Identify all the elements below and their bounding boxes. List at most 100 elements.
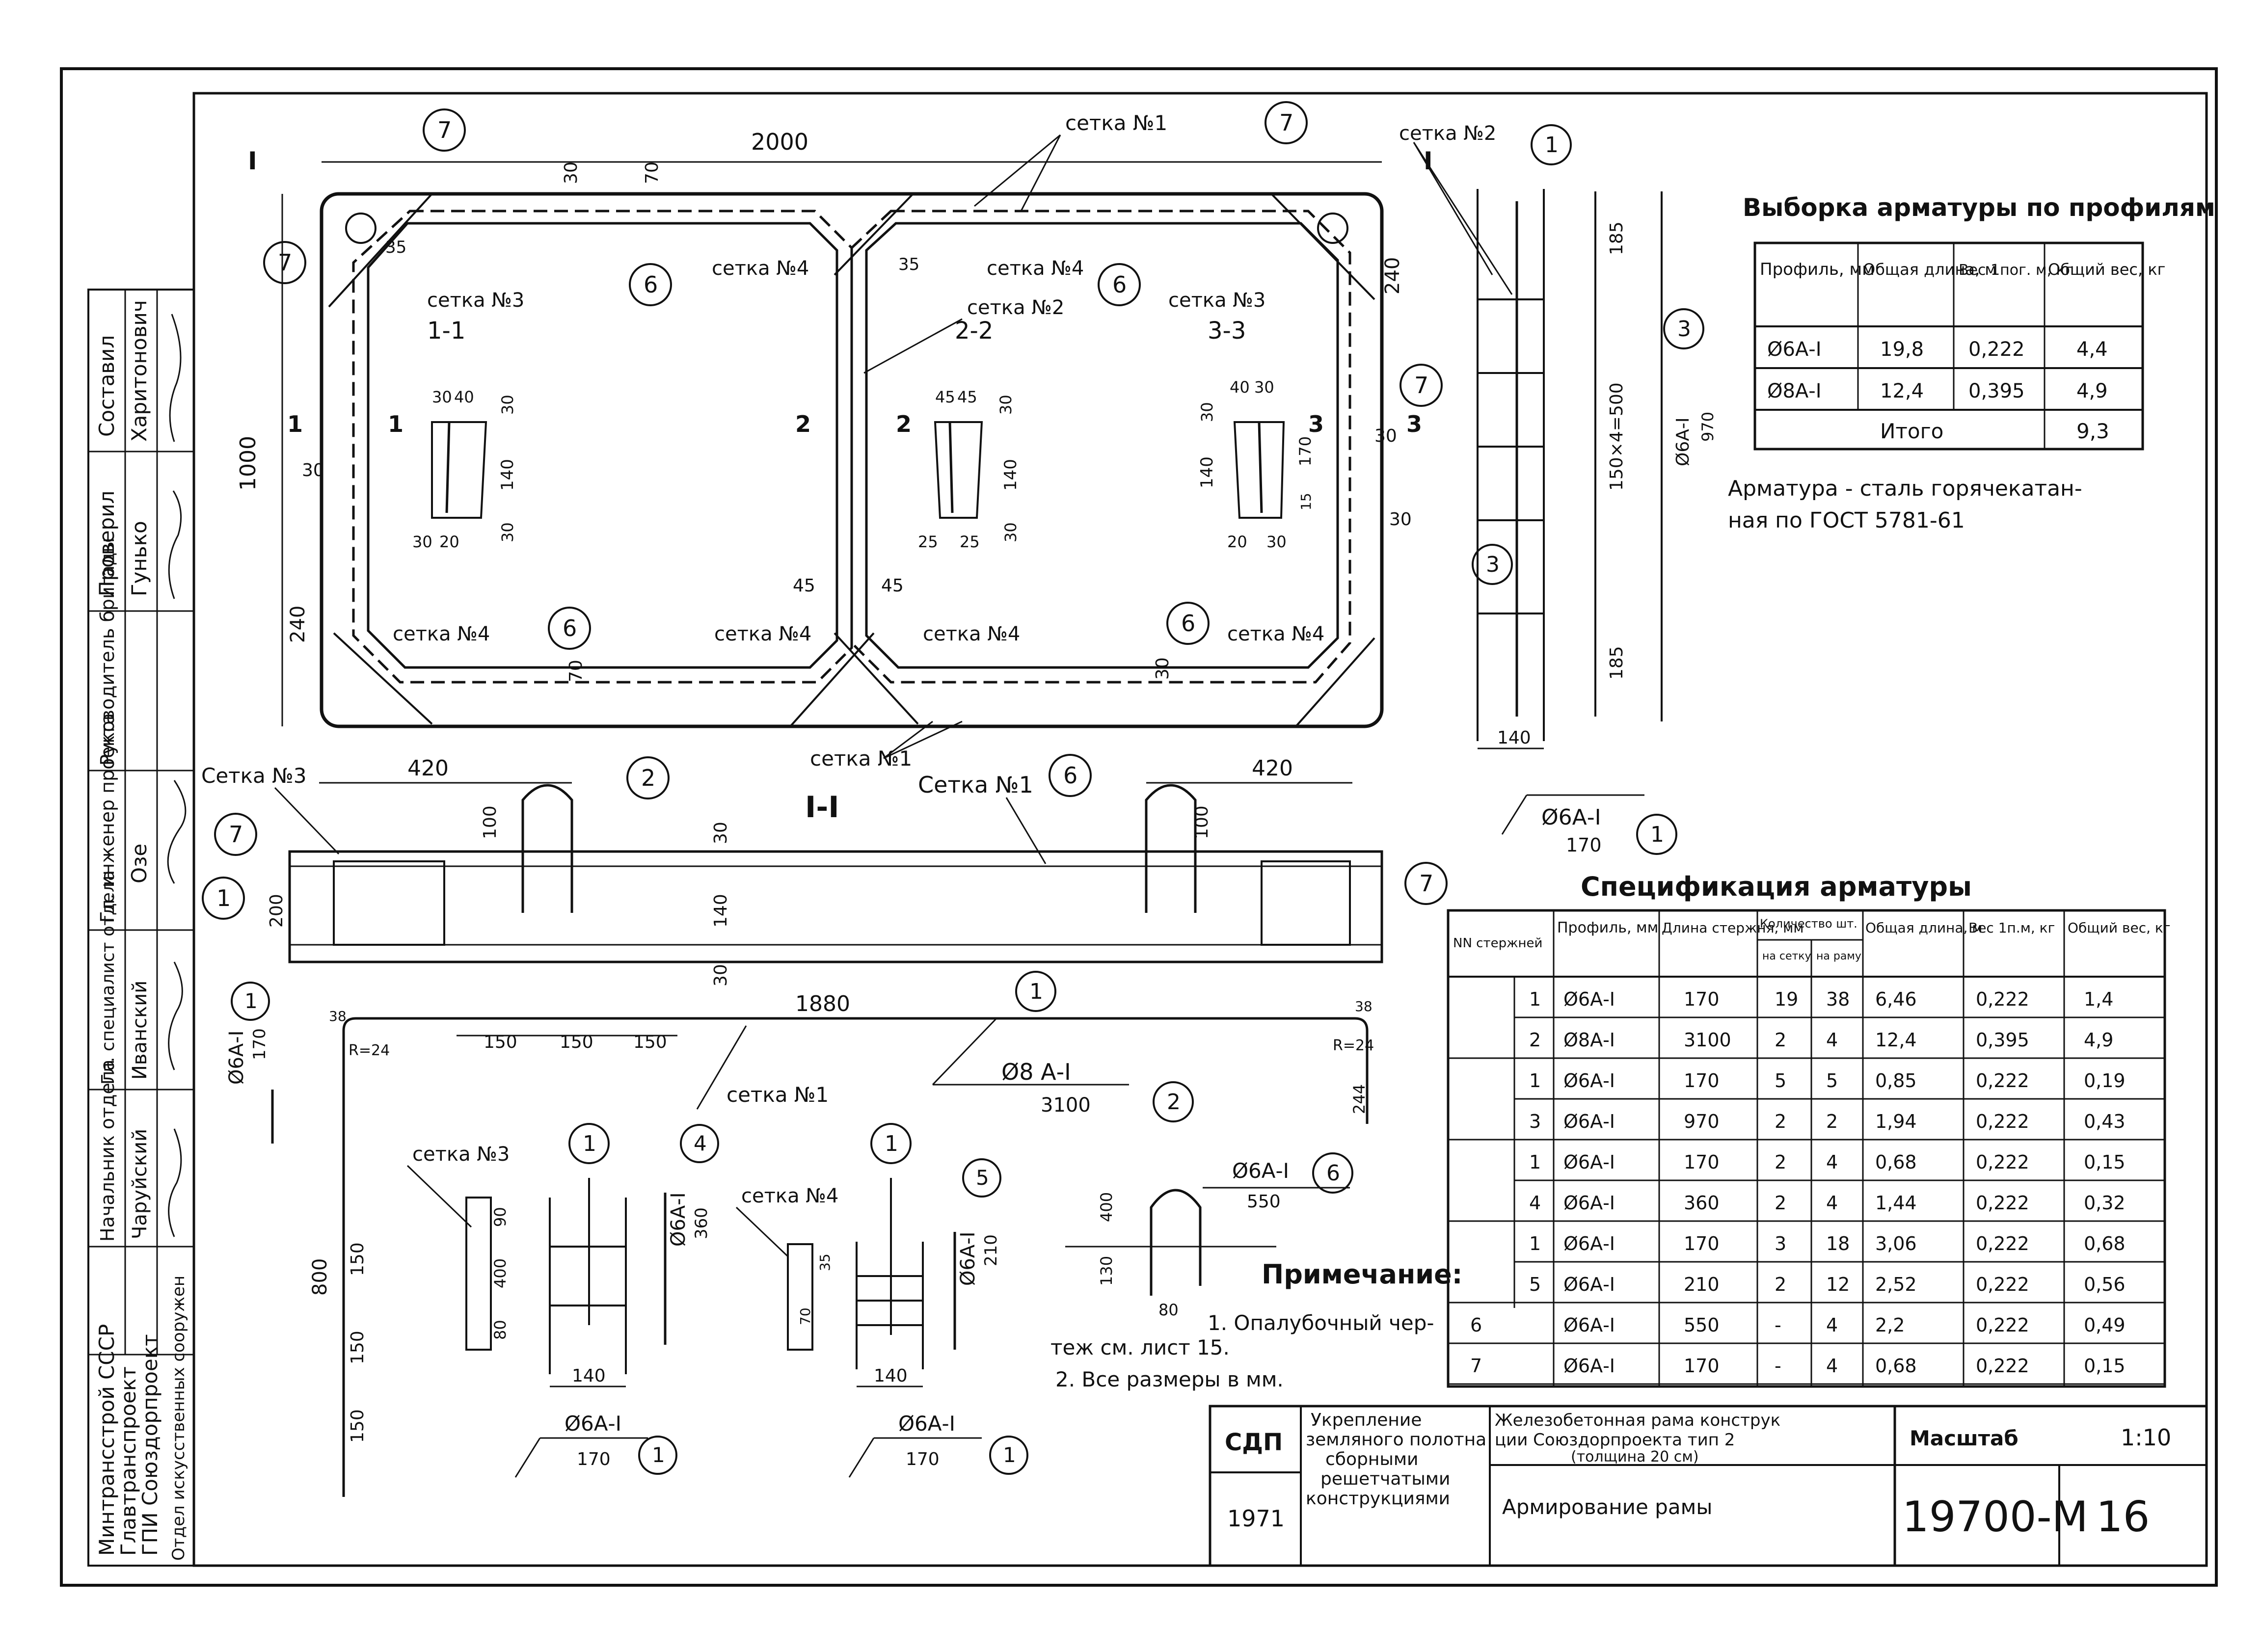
spec-cell: 3 <box>1529 1111 1541 1132</box>
spec-cell: Ø6А-I <box>1563 1151 1615 1173</box>
bar2-label: Ø8 А-I <box>1001 1059 1071 1085</box>
sec-dim-420-right: 420 <box>1252 756 1293 781</box>
dim-30-right2: 30 <box>1374 426 1397 446</box>
plan-mesh1-bottom: сетка №1 <box>810 746 912 771</box>
sec-mesh1: Сетка №1 <box>918 772 1033 798</box>
spec-cell: 0,56 <box>2084 1274 2126 1295</box>
svg-text:140: 140 <box>498 459 517 491</box>
spec-cell: 210 <box>1684 1274 1720 1295</box>
svg-text:1: 1 <box>1003 1443 1016 1467</box>
side-dim-185-bottom: 185 <box>1607 646 1627 680</box>
rebar-contour-left <box>352 210 853 684</box>
spec-cell: 0,222 <box>1976 1151 2029 1173</box>
pt-r1-3: 4,9 <box>2076 380 2108 402</box>
bar5-callout: 5 <box>962 1158 1001 1198</box>
pt-h0: Профиль, мм <box>1760 260 1875 279</box>
sec-dim-30-bottom: 30 <box>711 964 731 986</box>
note-block: Примечание: 1. Опалубочный чер- теж см. … <box>1050 1259 1462 1391</box>
svg-text:40: 40 <box>1230 378 1250 397</box>
svg-text:Железобетонная рама конструк: Железобетонная рама конструк <box>1495 1411 1780 1430</box>
svg-text:7: 7 <box>437 117 452 143</box>
side-label-6a: Ø6А-I <box>1673 418 1693 466</box>
bar2-callout: 2 <box>1153 1081 1194 1122</box>
role-3: Гл. инженер проекта <box>97 713 118 923</box>
plan-mesh1-top: сетка №1 <box>1065 111 1167 135</box>
detail-3-3: 40 30 30 140 170 15 20 30 <box>1197 378 1315 551</box>
dim-2000: 2000 <box>751 129 808 155</box>
side-len-970: 970 <box>1698 412 1717 442</box>
spec-cell: 5 <box>1826 1070 1838 1092</box>
spec-cell: 2 <box>1775 1151 1786 1173</box>
bar-dim-150-v1: 150 <box>348 1242 368 1276</box>
spec-cell: 1,44 <box>1875 1192 1917 1214</box>
spec-cell: 4,9 <box>2084 1029 2113 1051</box>
sec-mesh3: Сетка №3 <box>201 764 307 788</box>
spec-cell: Ø6А-I <box>1563 1111 1615 1132</box>
side-bar-len: 170 <box>1566 834 1602 856</box>
plan-mesh4-e: сетка №4 <box>923 623 1020 645</box>
svg-text:1: 1 <box>1650 822 1664 847</box>
spec-cell: - <box>1775 1355 1781 1377</box>
spec-cell: 4 <box>1826 1029 1838 1051</box>
name-5: Чаруйский <box>129 1129 151 1239</box>
svg-text:70: 70 <box>797 1307 813 1325</box>
role-5: Начальник отдела <box>97 1060 118 1242</box>
svg-text:30: 30 <box>412 533 432 551</box>
bar1-left-callout: 1 <box>231 982 270 1021</box>
spec-cell: 0,222 <box>1976 1111 2029 1132</box>
spec-cell: 170 <box>1684 1151 1720 1173</box>
mesh3-bar-label: Ø6А-I <box>565 1412 621 1436</box>
svg-text:80: 80 <box>491 1320 510 1340</box>
svg-text:20: 20 <box>1227 533 1247 551</box>
svg-text:(толщина 20 см): (толщина 20 см) <box>1571 1448 1699 1465</box>
plan-mesh4-c: сетка №4 <box>393 623 490 645</box>
svg-text:170: 170 <box>1296 436 1315 466</box>
spec-cell: 170 <box>1684 988 1720 1010</box>
bar1-left-len: 170 <box>250 1028 269 1060</box>
bar-dim-800: 800 <box>309 1258 331 1296</box>
svg-text:400: 400 <box>1097 1192 1116 1222</box>
spec-cell: 0,222 <box>1976 1274 2029 1295</box>
mesh4-detail: сетка №4 35 70 140 1 Ø6А-I 210 5 Ø6А-I 1… <box>735 1123 1028 1478</box>
svg-text:140: 140 <box>572 1366 606 1386</box>
spec-cell: Ø6А-I <box>1563 1274 1615 1295</box>
spec-cell: 2,52 <box>1875 1274 1917 1295</box>
spec-cell: 7 <box>1470 1355 1482 1377</box>
spec-cell: 6 <box>1470 1314 1482 1336</box>
dim-35-a: 35 <box>385 238 406 257</box>
frame-plan-view: 2000 1000 240 240 45 45 30 70 35 35 30 3… <box>236 101 1513 771</box>
spec-cell: 0,222 <box>1976 1355 2029 1377</box>
lift-hole-tl <box>345 213 377 244</box>
note-line-3: 2. Все размеры в мм. <box>1055 1367 1284 1391</box>
tb-code: СДП <box>1225 1429 1283 1456</box>
mesh1-bar-detail: 1880 R=24 R=24 38 38 244 150 150 150 800… <box>225 971 1374 1497</box>
callout-7-b: 7 <box>1265 101 1308 144</box>
pt-r1-0: Ø8А-I <box>1767 380 1822 402</box>
svg-text:140: 140 <box>1001 459 1021 491</box>
svg-text:земляного полотна: земляного полотна <box>1306 1430 1486 1450</box>
detail-1-1: 30 40 30 140 30 20 30 <box>412 388 517 551</box>
spec-cell: 170 <box>1684 1355 1720 1377</box>
spec-cell: 0,32 <box>2084 1192 2126 1214</box>
spec-cell: 2 <box>1775 1274 1786 1295</box>
sec-dim-200: 200 <box>267 894 287 928</box>
svg-text:6: 6 <box>1326 1161 1340 1186</box>
svg-text:80: 80 <box>1158 1301 1179 1319</box>
svg-text:1: 1 <box>216 885 231 911</box>
cut-1b: 1 <box>388 411 404 437</box>
spec-cell: 18 <box>1826 1233 1850 1254</box>
sec-callout-1: 1 <box>202 877 245 920</box>
svg-text:Укрепление: Укрепление <box>1311 1410 1422 1430</box>
bar-dim-150-b: 150 <box>560 1032 593 1052</box>
mesh4-callout-1b: 1 <box>989 1436 1028 1475</box>
svg-text:3: 3 <box>1677 317 1691 342</box>
bar5-label: Ø6А-I <box>957 1231 979 1286</box>
note-line-2: теж см. лист 15. <box>1050 1335 1230 1359</box>
dim-240-right: 240 <box>1381 257 1404 294</box>
lift-hole-tr <box>1317 213 1348 244</box>
spec-cell: 3100 <box>1684 1029 1731 1051</box>
spec-cell: 360 <box>1684 1192 1720 1214</box>
spec-cell: Ø6А-I <box>1563 1233 1615 1254</box>
detail-2-2: 45 45 30 140 25 25 30 <box>918 388 1021 551</box>
mesh4-bar-label: Ø6А-I <box>898 1412 955 1436</box>
